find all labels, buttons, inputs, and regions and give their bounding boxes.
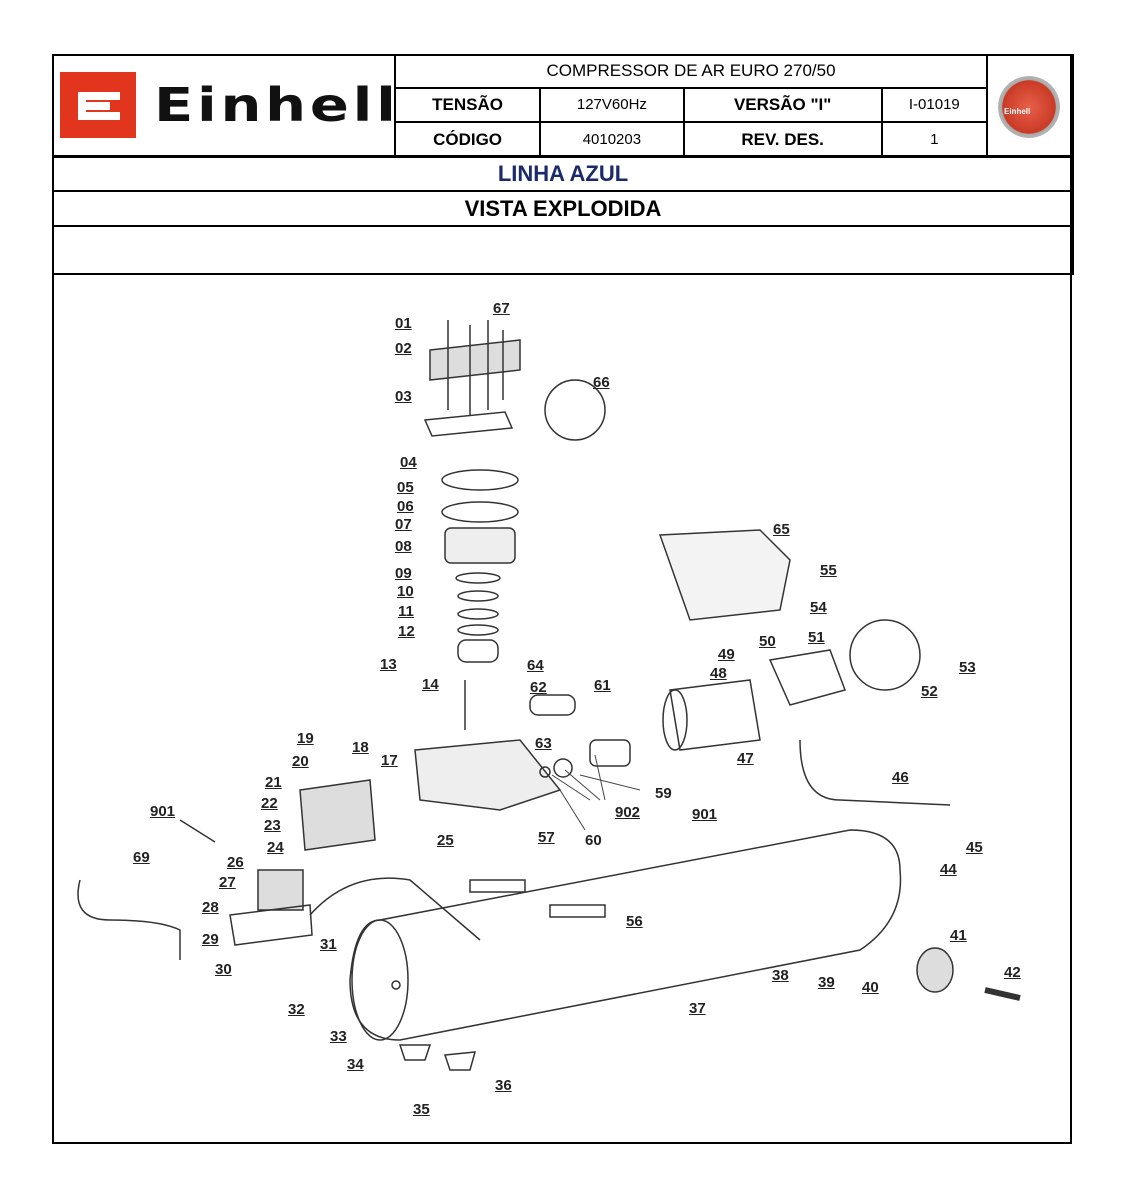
- motor: [529, 379, 921, 778]
- part-label-24: 24: [267, 839, 284, 856]
- part-label-56: 56: [626, 913, 643, 930]
- part-label-39: 39: [818, 974, 835, 991]
- part-label-901: 901: [692, 806, 718, 823]
- part-label-66: 66: [593, 374, 610, 391]
- part-label-20: 20: [292, 753, 309, 770]
- part-label-49: 49: [718, 646, 735, 663]
- part-label-902: 902: [615, 804, 641, 821]
- part-label-07: 07: [395, 516, 412, 533]
- blank-row: [52, 225, 1074, 275]
- cylinder-head: [423, 320, 521, 437]
- part-label-901: 901: [150, 803, 176, 820]
- part-label-42: 42: [1004, 964, 1021, 981]
- product-title: COMPRESSOR DE AR EURO 270/50: [394, 54, 988, 89]
- part-label-18: 18: [352, 739, 369, 756]
- part-label-28: 28: [202, 899, 219, 916]
- view-title: VISTA EXPLODIDA: [52, 190, 1074, 227]
- part-label-22: 22: [261, 795, 278, 812]
- pressure-switch: [77, 819, 481, 960]
- title-block: Einhell COMPRESSOR DE AR EURO 270/50 Ein…: [52, 54, 1074, 158]
- tensao-label: TENSÃO: [393, 86, 542, 124]
- part-label-26: 26: [227, 854, 244, 871]
- part-label-34: 34: [347, 1056, 364, 1073]
- part-label-03: 03: [395, 388, 412, 405]
- part-label-61: 61: [594, 677, 611, 694]
- versao-value: I-01019: [880, 86, 989, 124]
- part-label-63: 63: [535, 735, 552, 752]
- part-label-06: 06: [397, 498, 414, 515]
- part-label-14: 14: [422, 676, 439, 693]
- part-label-54: 54: [810, 599, 827, 616]
- authorized-service-seal: Einhell: [986, 54, 1074, 158]
- part-label-52: 52: [921, 683, 938, 700]
- air-tank: [349, 829, 902, 1041]
- part-label-05: 05: [397, 479, 414, 496]
- part-label-53: 53: [959, 659, 976, 676]
- part-label-37: 37: [689, 1000, 706, 1017]
- part-label-02: 02: [395, 340, 412, 357]
- part-label-69: 69: [133, 849, 150, 866]
- part-label-40: 40: [862, 979, 879, 996]
- part-label-47: 47: [737, 750, 754, 767]
- wheel-and-parts: [398, 739, 1021, 1071]
- part-label-65: 65: [773, 521, 790, 538]
- part-label-12: 12: [398, 623, 415, 640]
- part-label-11: 11: [398, 603, 414, 620]
- rev-value: 1: [880, 121, 989, 158]
- part-label-59: 59: [655, 785, 672, 802]
- rev-label: REV. DES.: [682, 121, 883, 158]
- part-label-51: 51: [808, 629, 825, 646]
- part-label-23: 23: [264, 817, 281, 834]
- part-label-55: 55: [820, 562, 837, 579]
- part-label-60: 60: [585, 832, 602, 849]
- part-label-45: 45: [966, 839, 983, 856]
- part-label-50: 50: [759, 633, 776, 650]
- part-label-29: 29: [202, 931, 219, 948]
- part-label-09: 09: [395, 565, 412, 582]
- part-label-67: 67: [493, 300, 510, 317]
- cylinder-stack: [441, 469, 519, 663]
- part-label-41: 41: [950, 927, 967, 944]
- part-label-21: 21: [265, 774, 282, 791]
- part-label-13: 13: [380, 656, 397, 673]
- part-label-04: 04: [400, 454, 417, 471]
- part-label-27: 27: [219, 874, 236, 891]
- einhell-logo: Einhell: [52, 54, 396, 158]
- part-label-62: 62: [530, 679, 547, 696]
- part-label-48: 48: [710, 665, 727, 682]
- part-label-32: 32: [288, 1001, 305, 1018]
- part-label-64: 64: [527, 657, 544, 674]
- part-label-10: 10: [397, 583, 414, 600]
- tensao-value: 127V60Hz: [539, 86, 685, 124]
- part-label-31: 31: [320, 936, 337, 953]
- part-label-08: 08: [395, 538, 412, 555]
- part-label-25: 25: [437, 832, 454, 849]
- versao-label: VERSÃO "I": [682, 86, 883, 124]
- part-label-30: 30: [215, 961, 232, 978]
- part-label-19: 19: [297, 730, 314, 747]
- part-label-57: 57: [538, 829, 555, 846]
- part-label-17: 17: [381, 752, 398, 769]
- part-label-44: 44: [940, 861, 957, 878]
- part-label-01: 01: [395, 315, 412, 332]
- part-label-35: 35: [413, 1101, 430, 1118]
- part-label-38: 38: [772, 967, 789, 984]
- part-label-33: 33: [330, 1028, 347, 1045]
- part-label-36: 36: [495, 1077, 512, 1094]
- part-label-46: 46: [892, 769, 909, 786]
- codigo-label: CÓDIGO: [393, 121, 542, 158]
- crankcase: [299, 680, 562, 851]
